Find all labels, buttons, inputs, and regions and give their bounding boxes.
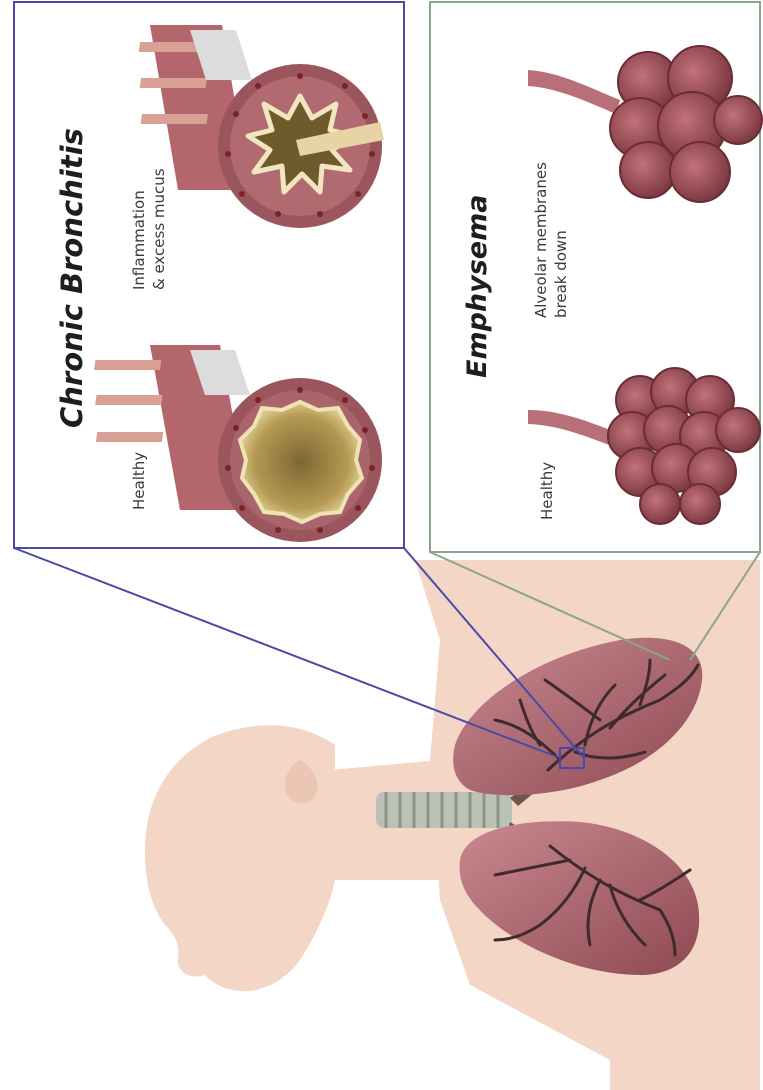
bronchitis-diseased-label-line2: & excess mucus [150,168,168,290]
emphysema-diseased-label-line2: break down [552,230,570,318]
emphysema-diseased-label-line1: Alveolar membranes [532,162,550,318]
bronchitis-healthy-label: Healthy [130,452,148,510]
emphysema-title: Emphysema [462,195,493,378]
bronchitis-diseased-label-line1: Inflammation [130,190,148,290]
emphysema-healthy-label: Healthy [538,462,556,520]
bronchitis-title: Chronic Bronchitis [55,128,89,428]
trachea-tube [376,792,512,828]
emphysema-panel: Emphysema Healthy Alveolar membranes bre… [430,2,762,552]
bronchitis-panel: Chronic Bronchitis Healthy Inflammation … [14,2,404,548]
healthy-airway-lumen [240,402,362,522]
